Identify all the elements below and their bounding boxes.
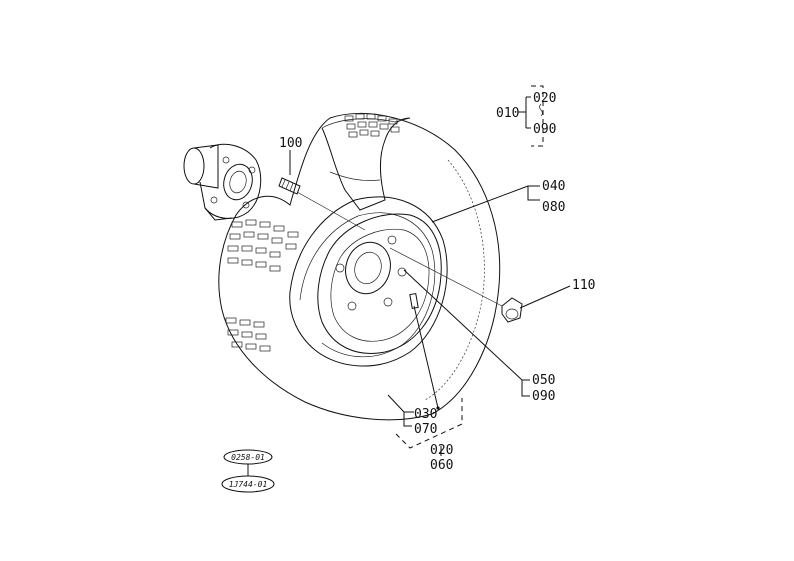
tread-top (344, 113, 400, 138)
callout-050: 050 (532, 373, 555, 388)
leader-lines (247, 85, 571, 476)
callout-110: 110 (572, 278, 595, 293)
callout-060: 060 (430, 458, 453, 473)
reference-badge-top: 0258-01 (223, 449, 273, 465)
wheel-nut (501, 297, 523, 323)
callout-040: 040 (542, 179, 565, 194)
stud-bolt (278, 177, 301, 195)
callout-020-top: 020 (533, 91, 556, 106)
callout-020-bottom: 020 (430, 443, 453, 458)
tread-left (225, 219, 299, 352)
callout-030: 030 (414, 407, 437, 422)
callout-090-mid: 090 (532, 389, 555, 404)
callout-100: 100 (279, 136, 302, 151)
badge-top-text: 0258-01 (231, 453, 265, 462)
badge-bottom-text: 1J744-01 (229, 480, 268, 489)
callout-010: 010 (496, 106, 519, 121)
callout-080: 080 (542, 200, 565, 215)
callout-090-top: 090 (533, 122, 556, 137)
tire (218, 112, 501, 421)
wheel-rim (317, 213, 442, 354)
callout-070: 070 (414, 422, 437, 437)
reference-badge-bottom: 1J744-01 (221, 475, 275, 493)
hub-flange-assembly (183, 143, 262, 221)
